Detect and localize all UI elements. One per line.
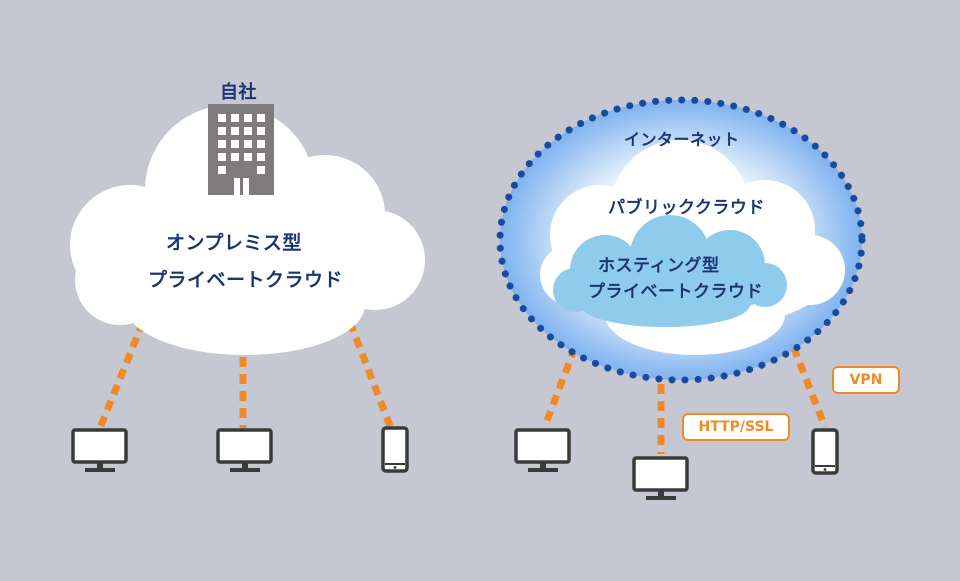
- company-label: 自社: [220, 82, 257, 103]
- vpn-tag: VPN: [832, 366, 900, 394]
- http-ssl-tag: HTTP/SSL: [682, 413, 790, 441]
- on-premise-cloud: [70, 105, 425, 355]
- building-icon: [208, 104, 274, 195]
- monitor-icon: [216, 428, 273, 472]
- internet-label: インターネット: [624, 130, 740, 149]
- on-premise-title: オンプレミス型: [166, 232, 302, 254]
- monitor-icon: [514, 428, 571, 472]
- on-premise-connections: [96, 320, 394, 430]
- connection-line-left-1: [96, 320, 147, 430]
- on-premise-subtitle: プライベートクラウド: [148, 269, 344, 291]
- smartphone-icon: [811, 428, 839, 475]
- public-cloud-label: パブリッククラウド: [608, 198, 765, 218]
- hosting-title: ホスティング型: [598, 256, 720, 276]
- smartphone-icon: [381, 426, 409, 473]
- hosting-subtitle: プライベートクラウド: [588, 282, 763, 302]
- connection-line-left-3: [346, 320, 394, 428]
- monitor-icon: [632, 456, 689, 500]
- hosting-cloud: [553, 215, 787, 327]
- monitor-icon: [71, 428, 128, 472]
